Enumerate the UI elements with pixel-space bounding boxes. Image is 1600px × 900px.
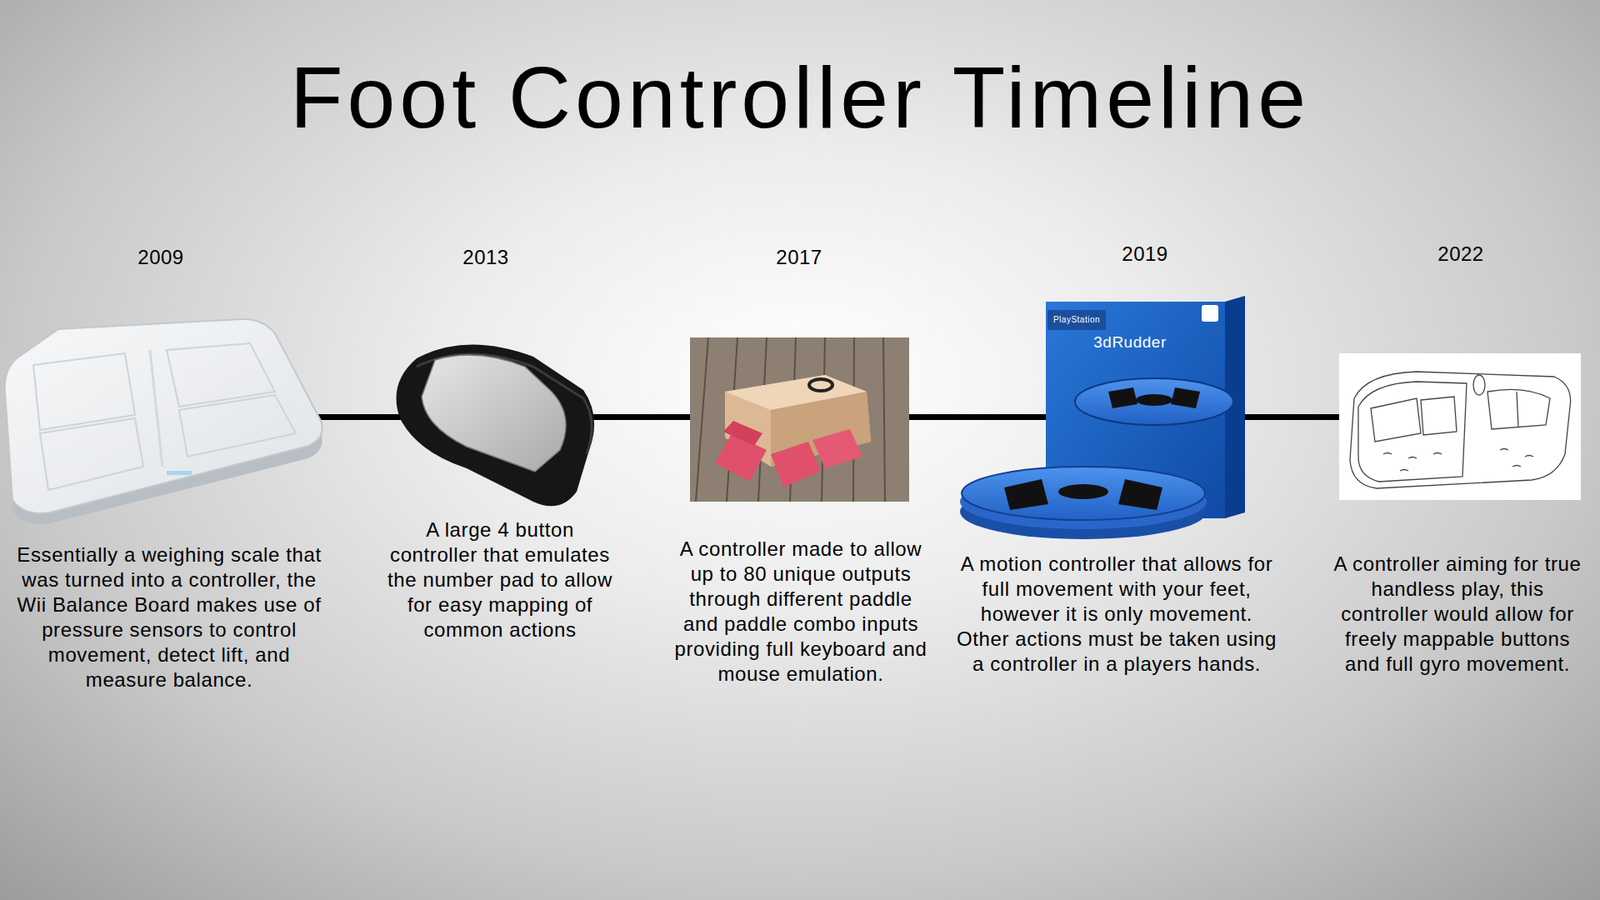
motion-controller-picture (960, 295, 1245, 540)
year-label: 2009 (110, 245, 211, 270)
description-text: A motion controller that allows for full… (953, 551, 1280, 677)
box-brand-text: PlayStation (1047, 315, 1106, 325)
year-label: 2022 (1410, 242, 1511, 267)
description-text: A large 4 button controller that emulate… (381, 517, 620, 643)
diagram-title: Foot Controller Timeline (0, 54, 1600, 141)
description-text: A controller made to allow up to 80 uniq… (671, 536, 930, 687)
balance-board-picture (5, 319, 323, 525)
description-text: Essentially a weighing scale that was tu… (10, 542, 328, 693)
concept-sketch (1339, 353, 1581, 500)
year-label: 2019 (1095, 242, 1195, 267)
paddle-controller-photo (690, 337, 910, 502)
button-pad-picture (396, 344, 595, 506)
description-text: A controller aiming for true handless pl… (1327, 551, 1588, 677)
box-product-name: 3dRudder (1080, 333, 1180, 353)
year-label: 2017 (749, 245, 850, 270)
year-label: 2013 (435, 245, 536, 270)
